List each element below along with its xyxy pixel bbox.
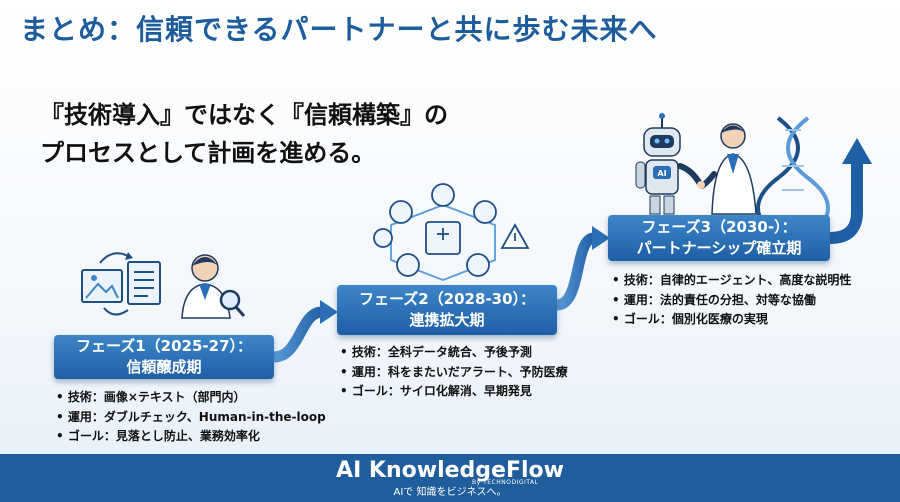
- lead-line-2: プロセスとして計画を進める。: [40, 139, 376, 167]
- phase-2-bullets: 技術：全科データ統合、予後予測 運用：科をまたいだアラート、予防医療 ゴール：サ…: [340, 343, 568, 402]
- connector-arrow-1: [268, 300, 338, 363]
- robot-badge-label: AI: [657, 169, 666, 178]
- list-item: ゴール：サイロ化解消、早期発見: [340, 382, 568, 402]
- phase-1-box: フェーズ1（2025-27）： 信頼醸成期: [54, 335, 274, 379]
- list-item: 技術：全科データ統合、予後予測: [340, 343, 568, 363]
- growth-arrow: [829, 138, 872, 244]
- hospital-network-icon: [373, 183, 530, 281]
- phase-3-bullets: 技術：自律的エージェント、高度な説明性 運用：法的責任の分担、対等な協働 ゴール…: [612, 271, 852, 330]
- list-item: 技術：画像×テキスト（部門内）: [56, 388, 326, 408]
- list-item: 運用：ダブルチェック、Human-in-the-loop: [56, 408, 326, 428]
- phase-1-title: フェーズ1（2025-27）：: [75, 337, 253, 355]
- phase-1-subtitle: 信頼醸成期: [126, 358, 202, 376]
- list-item: 運用：科をまたいだアラート、予防医療: [340, 363, 568, 383]
- lead-statement: 『技術導入』ではなく『信頼構築』の プロセスとして計画を進める。: [40, 96, 560, 172]
- lead-line-1: 『技術導入』ではなく『信頼構築』の: [40, 101, 448, 129]
- doctor-handshake-icon: [697, 123, 757, 215]
- phase-1-bullets: 技術：画像×テキスト（部門内） 運用：ダブルチェック、Human-in-the-…: [56, 388, 326, 447]
- list-item: 運用：法的責任の分担、対等な協働: [612, 291, 851, 311]
- connector-arrow-2: [551, 226, 610, 311]
- list-item: ゴール：見落とし防止、業務効率化: [56, 427, 326, 447]
- list-item: 技術：自律的エージェント、高度な説明性: [612, 271, 852, 291]
- ai-robot-icon: AI: [635, 113, 703, 215]
- flow-graphics: AI: [81, 113, 872, 363]
- phase-3-subtitle: パートナーシップ確立期: [636, 239, 802, 257]
- slide-title: まとめ：信頼できるパートナーと共に歩む未来へ: [20, 13, 658, 46]
- brand-logo-text: AI KnowledgeFlow: [336, 458, 564, 483]
- doctor-magnifier-icon: [181, 254, 246, 319]
- phase-2-title: フェーズ2（2028-30）：: [358, 290, 536, 308]
- phase-2-subtitle: 連携拡大期: [409, 311, 485, 329]
- list-item: ゴール：個別化医療の実現: [612, 310, 851, 330]
- brand-tagline: AIで 知識をビジネスへ。: [393, 487, 507, 498]
- brand-byline: By TECHNODIGITAL: [472, 479, 539, 486]
- sync-documents-icon: [81, 252, 161, 316]
- phase-3-title: フェーズ3（2030-）：: [641, 218, 797, 236]
- footer-banner: AI KnowledgeFlow By TECHNODIGITAL AIで 知識…: [0, 454, 900, 502]
- phase-2-box: フェーズ2（2028-30）： 連携拡大期: [337, 285, 557, 335]
- phase-3-box: フェーズ3（2030-）： パートナーシップ確立期: [608, 215, 830, 261]
